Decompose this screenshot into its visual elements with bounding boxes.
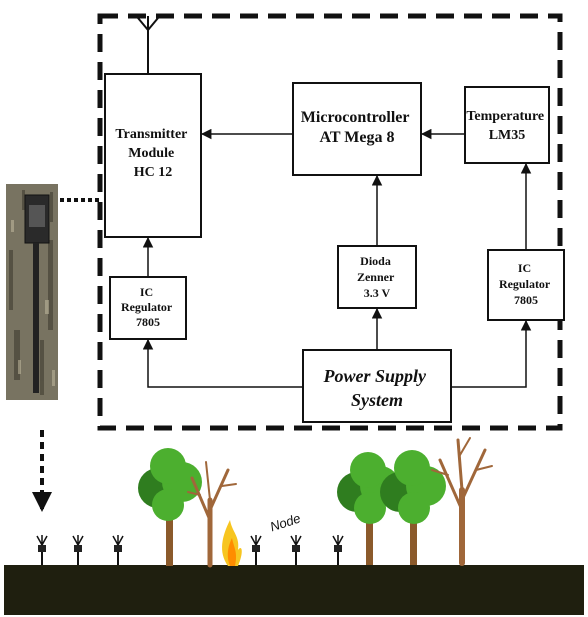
sensor-node-icon xyxy=(72,535,84,565)
field-device-photo xyxy=(6,184,58,400)
transmitter-module-label: Transmitter Module HC 12 xyxy=(115,127,190,180)
sensor-node-icon xyxy=(250,535,262,565)
antenna-icon xyxy=(137,16,159,74)
ic-regulator-right-label: IC Regulator 7805 xyxy=(499,261,553,307)
ground xyxy=(4,565,584,615)
tree-icon xyxy=(380,450,446,565)
dioda-zenner-label: Dioda Zenner 3.3 V xyxy=(357,254,397,300)
bare-tree-icon xyxy=(431,437,493,566)
node-enclosure xyxy=(97,13,563,431)
arrow-power-to-icleft xyxy=(142,338,303,388)
node-label: Node xyxy=(268,510,302,534)
bare-tree-icon xyxy=(187,461,237,568)
ic-regulator-left-box xyxy=(109,276,187,340)
tree-icon xyxy=(138,448,202,566)
sensor-node-icon xyxy=(332,535,344,565)
sensor-node-icon xyxy=(36,535,48,565)
microcontroller-box xyxy=(292,82,422,176)
sensor-nodes xyxy=(36,535,344,565)
sensor-node-icon xyxy=(112,535,124,565)
temperature-label: Temperature LM35 xyxy=(466,109,547,143)
fire-icon xyxy=(222,520,242,566)
power-supply-label: Power Supply System xyxy=(322,366,430,410)
tree-icon xyxy=(337,452,400,565)
sensor-node-icon xyxy=(290,535,302,565)
ic-regulator-left-label: IC Regulator 7805 xyxy=(121,285,175,329)
arrow-power-to-icright xyxy=(451,319,532,388)
transmitter-module-box xyxy=(104,73,202,238)
microcontroller-label: Microcontroller AT Mega 8 xyxy=(301,109,413,146)
power-supply-box xyxy=(302,349,452,423)
temperature-box xyxy=(464,86,550,164)
